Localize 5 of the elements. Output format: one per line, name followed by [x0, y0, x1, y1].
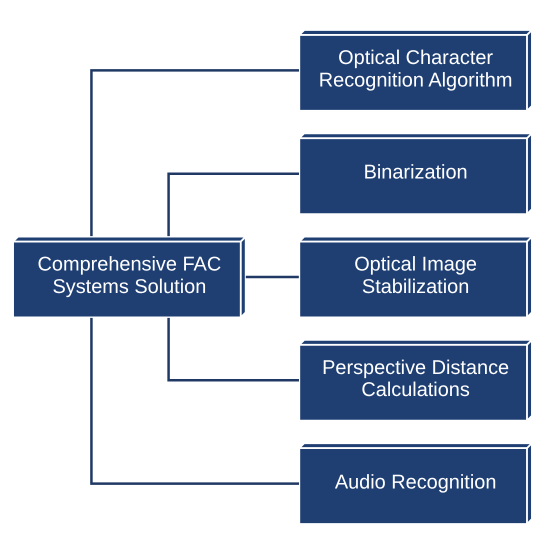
connector [167, 318, 299, 382]
connector [167, 172, 299, 236]
connector [90, 318, 300, 485]
connector [90, 69, 300, 236]
connector [246, 276, 299, 278]
